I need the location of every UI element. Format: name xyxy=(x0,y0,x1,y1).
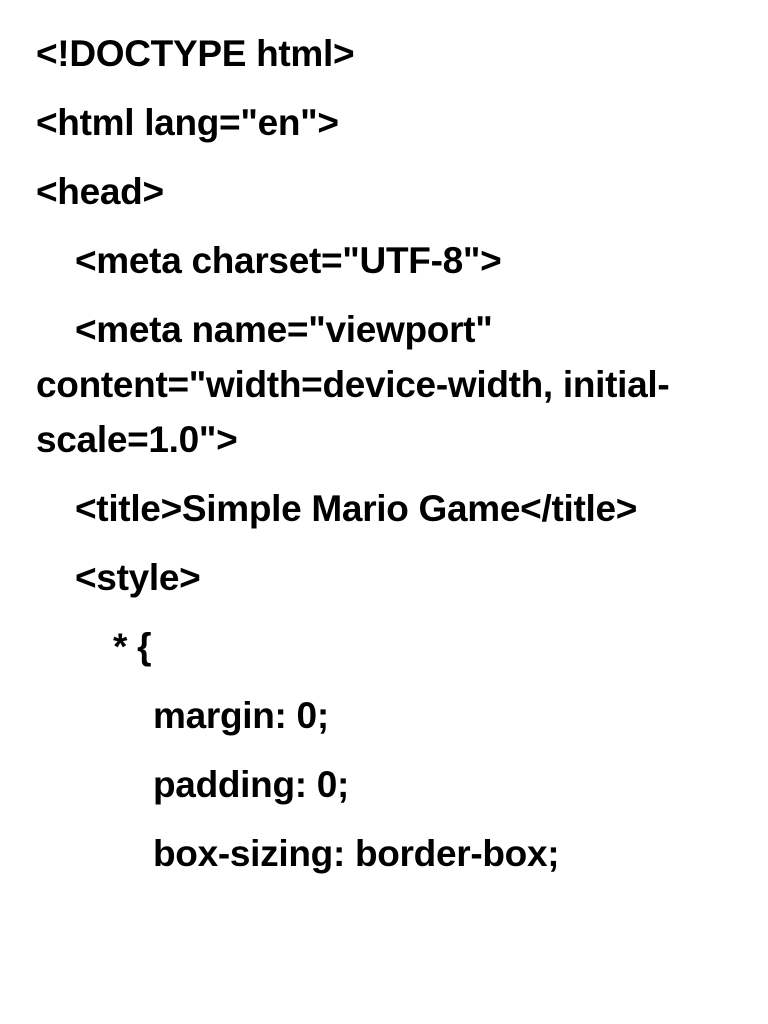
code-line-margin-declaration: margin: 0; xyxy=(153,695,329,736)
code-line-title: <title>Simple Mario Game</title> xyxy=(75,488,638,529)
code-line-boxsizing-declaration: box-sizing: border-box; xyxy=(153,833,560,874)
code-line-meta-charset: <meta charset="UTF-8"> xyxy=(75,240,502,281)
code-line-html-open: <html lang="en"> xyxy=(36,102,339,143)
code-line-universal-selector: * { xyxy=(113,626,152,667)
code-line-padding-declaration: padding: 0; xyxy=(153,764,350,805)
code-line-head-open: <head> xyxy=(36,171,164,212)
code-line-style-open: <style> xyxy=(75,557,201,598)
code-line-doctype: <!DOCTYPE html> xyxy=(36,33,355,74)
code-line-meta-viewport: <meta name="viewport" content="width=dev… xyxy=(36,309,670,460)
